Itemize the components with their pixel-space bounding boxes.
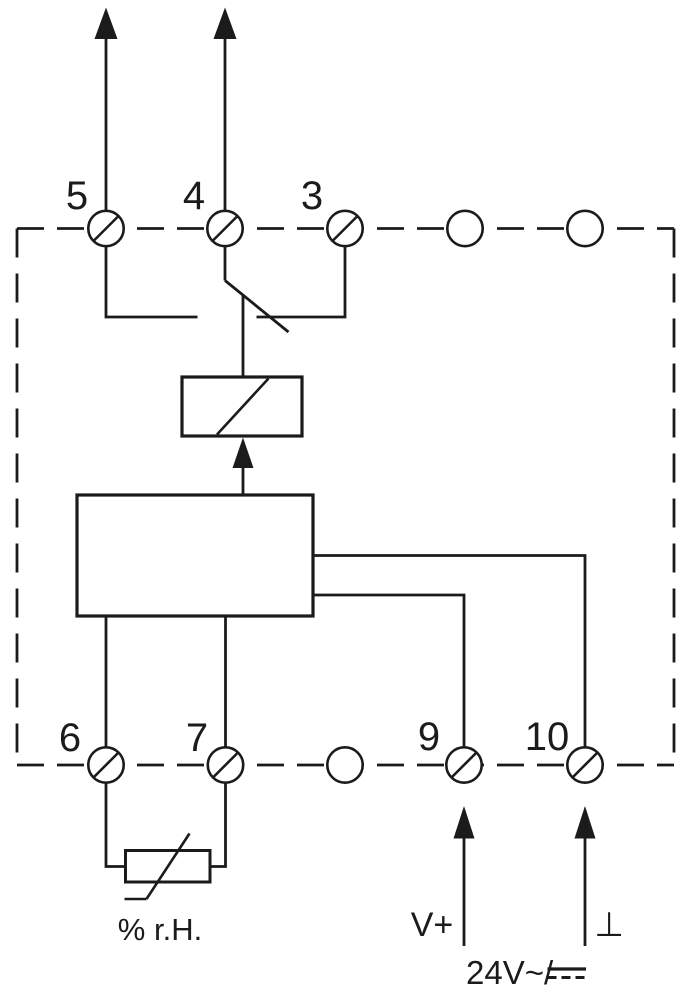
- relay-coil: [180, 375, 304, 438]
- top-terminal-row: [87, 209, 604, 248]
- supply-arrow-terminal-10: [574, 806, 596, 946]
- terminal-plain-bottom: [325, 745, 364, 784]
- terminal-labels: 5 4 3 6 7 9 10: [59, 174, 569, 760]
- up-arrow-icon: [232, 437, 254, 468]
- terminal-label-7: 7: [186, 716, 208, 760]
- terminal-screw-slash: [571, 751, 599, 779]
- output-arrow-terminal-5: [94, 7, 118, 211]
- output-arrow-terminal-4: [213, 7, 237, 211]
- controller-wiring: [104, 554, 587, 748]
- up-arrow-icon: [213, 7, 237, 39]
- terminal-screw-slash: [211, 215, 239, 242]
- terminal-screw-slash: [331, 215, 359, 242]
- terminal-plain-top-1: [445, 209, 484, 248]
- supply-arrow-terminal-9: [453, 806, 475, 946]
- controller-to-coil-arrow: [232, 437, 254, 495]
- terminal-plain-top-2: [565, 209, 604, 248]
- wire-controller-to-terminal-10: [313, 554, 587, 748]
- terminal-label-3: 3: [301, 174, 323, 218]
- terminal-screw-slash: [450, 751, 478, 779]
- terminal-label-4: 4: [183, 174, 205, 218]
- sensor-variable-slash: [145, 832, 191, 900]
- ground-symbol-label: ⊥: [594, 906, 624, 944]
- up-arrow-icon: [94, 7, 118, 39]
- relay-coil-diagonal: [216, 377, 270, 436]
- sensor-wire-left: [104, 782, 126, 868]
- terminal-label-6: 6: [59, 716, 81, 760]
- supply-voltage-label: 24V~/: [466, 954, 554, 991]
- terminal-label-5: 5: [66, 174, 88, 218]
- up-arrow-icon: [574, 806, 596, 839]
- controller-box: [75, 493, 315, 618]
- up-arrow-icon: [453, 806, 475, 839]
- sensor-label: % r.H.: [118, 912, 202, 947]
- contact-lever: [224, 279, 290, 334]
- terminal-screw-slash: [212, 751, 239, 779]
- terminal-label-10: 10: [525, 715, 570, 759]
- terminal-label-9: 9: [418, 715, 440, 759]
- wire-controller-to-terminal-9: [313, 593, 466, 748]
- humidity-sensor: [104, 782, 227, 901]
- changeover-contact: [104, 246, 347, 377]
- bottom-terminal-row: [87, 745, 604, 784]
- sensor-wire-right: [210, 782, 227, 868]
- dc-symbol-icon: [547, 967, 586, 979]
- terminal-screw-slash: [92, 751, 120, 779]
- contact-left-fixed: [104, 246, 198, 319]
- supply-positive-label: V+: [411, 906, 454, 944]
- contact-right-fixed: [256, 246, 347, 319]
- terminal-screw-slash: [92, 215, 120, 242]
